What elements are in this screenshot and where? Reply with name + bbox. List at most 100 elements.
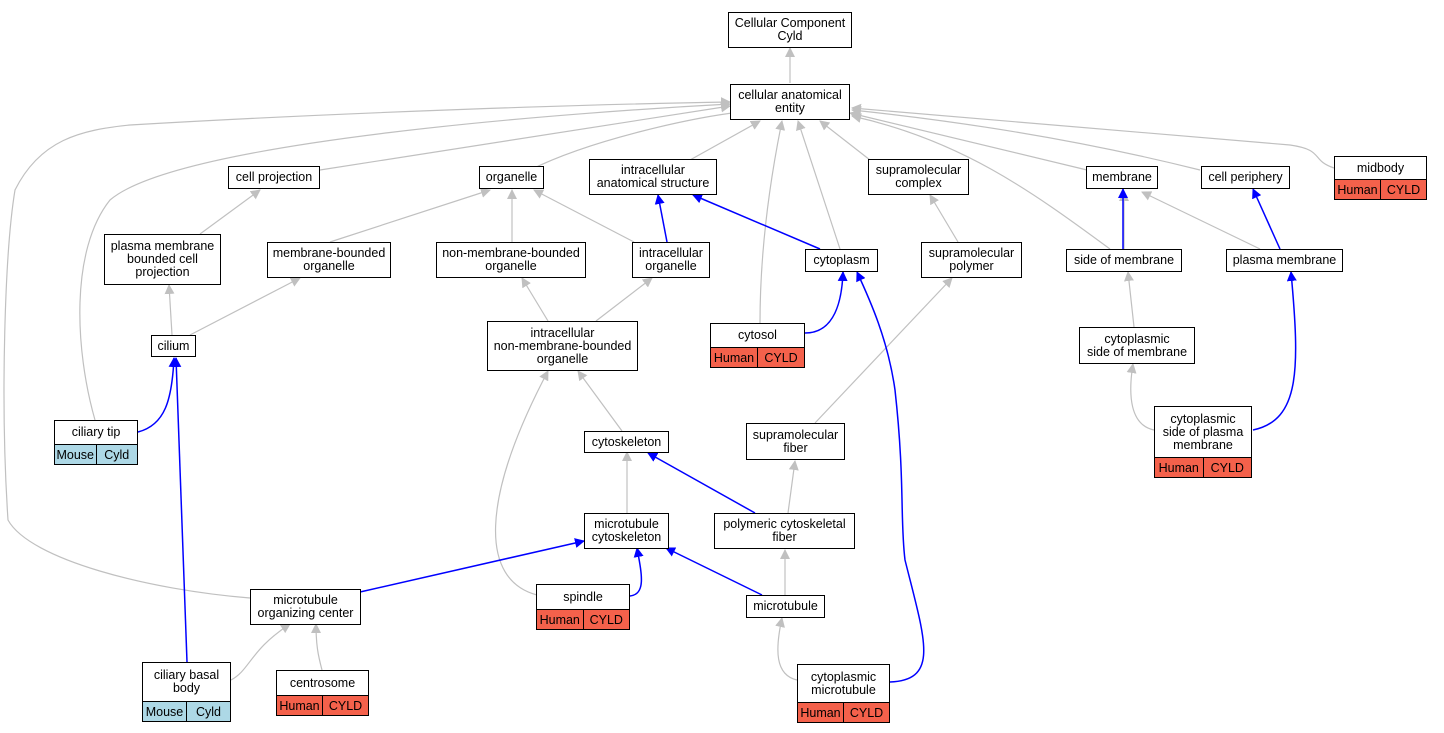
node-microtubule-cytoskeleton[interactable]: microtubule cytoskeleton [584, 513, 669, 549]
edge-cellperiphery-cae [851, 105, 1201, 171]
edge-cytoskeleton-inmbo [577, 370, 623, 432]
edge-ciliarybasalbody-mtoc [230, 623, 291, 681]
edge-ciliarybasalbody-cilium [171, 357, 188, 663]
node-plasma-membrane[interactable]: plasma membrane [1226, 249, 1343, 272]
edge-cspm-plasmamembrane [1252, 271, 1297, 431]
edge-inmbo-nmbo [521, 277, 549, 322]
edge-cellprojection-cae [319, 102, 731, 171]
node-cell-periphery[interactable]: cell periphery [1201, 166, 1290, 189]
species-tag: Mouse [56, 447, 95, 462]
node-supramolecular-fiber[interactable]: supramolecular fiber [746, 423, 845, 460]
gene-tag: Cyld [95, 445, 138, 464]
node-ciliary-basal-body-label: ciliary basal body [153, 668, 220, 695]
species-tag: Human [539, 612, 580, 627]
gene-tag: CYLD [322, 696, 368, 715]
node-cspm-label: cytoplasmic side of plasma membrane [1162, 411, 1244, 452]
edge-spindle-inmbo [494, 370, 549, 596]
node-midbody-label: midbody [1356, 160, 1405, 175]
edge-mtoc-cae [3, 97, 731, 599]
edge-pcf-smfiber [787, 460, 799, 514]
edge-inmbo-io [595, 277, 653, 322]
node-spindle-label: spindle [563, 589, 603, 604]
species-tag: Human [1158, 460, 1199, 475]
gene-tag: CYLD [843, 703, 889, 722]
node-cilium[interactable]: cilium [151, 335, 196, 357]
edge-mbo-organelle [329, 188, 491, 243]
node-membrane[interactable]: membrane [1086, 166, 1158, 189]
species-tag: Human [279, 698, 320, 713]
node-cytoplasmic-microtubule-label: cytoplasmic microtubule [810, 669, 877, 697]
species-tag: Human [713, 350, 755, 365]
node-cellular-component-root[interactable]: Cellular Component Cyld [728, 12, 852, 48]
edge-spindle-mtcytoskeleton [629, 547, 644, 597]
node-microtubule-organizing-center[interactable]: microtubule organizing center [250, 589, 361, 625]
node-cell-projection[interactable]: cell projection [228, 166, 320, 189]
edge-cytosol-cytoplasm [804, 271, 848, 334]
edge-smfiber-smpolymer [814, 277, 953, 424]
node-supramolecular-polymer[interactable]: supramolecular polymer [921, 242, 1022, 278]
node-centrosome-label: centrosome [289, 675, 356, 690]
gene-tag: Cyld [186, 702, 230, 721]
edge-cytosol-cae [759, 120, 786, 324]
node-polymeric-cytoskeletal-fiber[interactable]: polymeric cytoskeletal fiber [714, 513, 855, 549]
edge-cytomt-cytoplasm [856, 271, 925, 683]
node-plasma-membrane-bounded-cell-projection[interactable]: plasma membrane bounded cell projection [104, 234, 221, 285]
node-non-membrane-bounded-organelle[interactable]: non-membrane-bounded organelle [436, 242, 586, 278]
edge-ciliarytip-cilium [137, 357, 179, 433]
node-microtubule[interactable]: microtubule [746, 595, 825, 618]
gene-tag: CYLD [1380, 180, 1426, 199]
edge-centrosome-mtoc [311, 623, 323, 671]
edge-plasmamembrane-cellperiphery [1252, 188, 1281, 250]
edge-io-organelle [533, 189, 635, 243]
edge-smpolymer-smcomplex [929, 194, 959, 243]
gene-tag: CYLD [757, 348, 804, 367]
node-ciliary-tip-label: ciliary tip [71, 425, 121, 439]
edge-midbody-cae [851, 103, 1335, 169]
node-intracellular-non-membrane-bounded-organelle[interactable]: intracellular non-membrane-bounded organ… [487, 321, 638, 371]
species-tag: Human [800, 705, 841, 720]
edge-cspm-cytoside [1126, 363, 1155, 431]
edge-cytoplasm-ias [692, 193, 821, 250]
gene-tag: CYLD [582, 610, 630, 629]
node-organelle[interactable]: organelle [479, 166, 544, 189]
edge-organelle-cae [529, 108, 741, 171]
node-cytoskeleton[interactable]: cytoskeleton [584, 431, 669, 453]
node-supramolecular-complex[interactable]: supramolecular complex [868, 159, 969, 195]
edge-cytoside-sideofmembrane [1124, 271, 1135, 328]
edge-sideofmembrane-cae [851, 113, 1111, 250]
node-intracellular-organelle[interactable]: intracellular organelle [632, 242, 710, 278]
gene-tag: CYLD [1202, 458, 1252, 477]
edge-ciliarytip-cae [79, 99, 731, 421]
edge-plasmamembrane-membrane [1141, 191, 1261, 250]
edge-cilium-pmbcp [164, 284, 175, 336]
edge-pcf-cytoskeleton [647, 452, 756, 514]
node-intracellular-anatomical-structure[interactable]: intracellular anatomical structure [589, 159, 717, 195]
node-side-of-membrane[interactable]: side of membrane [1066, 249, 1182, 272]
edge-cytomt-microtubule [775, 617, 798, 681]
species-tag: Mouse [145, 704, 184, 719]
node-cellular-anatomical-entity[interactable]: cellular anatomical entity [730, 84, 850, 120]
edge-cilium-mbo [189, 277, 301, 336]
edge-mtoc-mtcytoskeleton [359, 538, 585, 593]
edge-cytoplasm-cae [796, 120, 841, 250]
node-cytoplasmic-side-of-membrane[interactable]: cytoplasmic side of membrane [1079, 327, 1195, 364]
species-tag: Human [1337, 182, 1378, 197]
edge-ias-cae [689, 120, 761, 161]
edge-io-ias [654, 194, 668, 243]
node-cytoplasmic-side-of-plasma-membrane[interactable]: cytoplasmic side of plasma membrane Huma… [1154, 406, 1252, 478]
node-cytoplasm[interactable]: cytoplasm [805, 249, 878, 272]
edge-microtubule-mtcytoskeleton [665, 547, 763, 596]
node-cytosol-label: cytosol [738, 328, 777, 342]
edge-smcomplex-cae [819, 120, 871, 161]
node-membrane-bounded-organelle[interactable]: membrane-bounded organelle [267, 242, 391, 278]
edge-membrane-cae [849, 110, 1088, 171]
edge-pmbcp-cellprojection [199, 189, 261, 235]
